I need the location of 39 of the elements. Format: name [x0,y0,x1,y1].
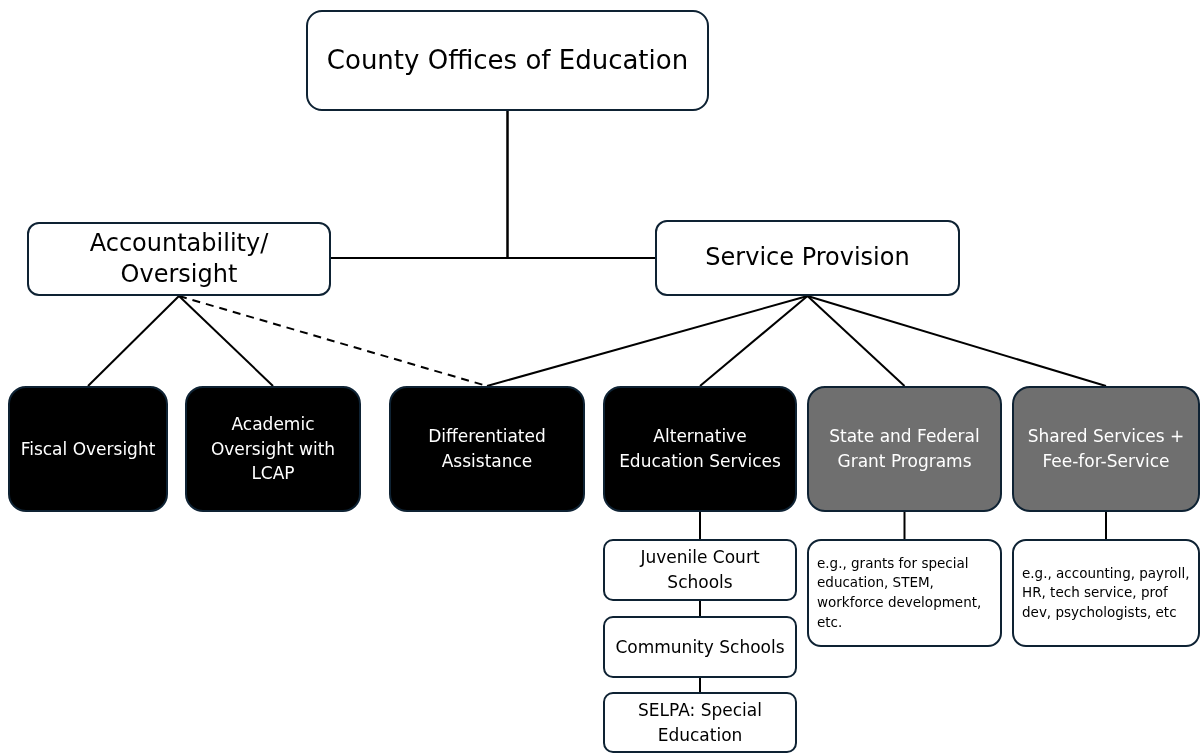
label-box [603,539,797,601]
connector-line [87,295,180,387]
node-text: Shared Services + Fee-for-Service [1026,425,1186,473]
label-box [306,10,709,111]
connector-line [506,110,656,259]
label-box [603,692,797,753]
label-box [603,616,797,678]
node-text: Service Provision [705,242,910,274]
node-text: Community Schools [615,635,785,659]
node-text: Juvenile Court Schools [638,546,761,594]
node-text: e.g., grants for special education, STEM, workforce development, etc. [817,553,983,632]
category-box [603,386,797,512]
connector-line [699,511,701,540]
connector-line [903,511,906,540]
connector-line [806,295,906,387]
category-box [1012,386,1200,512]
node-text: e.g., accounting, payroll, HR, tech service, prof dev, psychologists, etc [1022,563,1190,622]
label-box [807,539,1002,647]
category-box [185,386,361,512]
category-box [8,386,168,512]
node-text: Differentiated Assistance [427,425,547,473]
label-box [27,222,331,296]
label-box [655,220,960,296]
node-text: State and Federal Grant Programs [828,425,981,473]
category-box [389,386,585,512]
category-box [807,386,1002,512]
node-text: County Offices of Education [326,43,689,77]
connector-line [178,295,274,387]
connector-line [699,600,701,617]
connector-line [1105,511,1107,540]
node-text: SELPA: Special Education [637,698,763,747]
node-text: Academic Oversight with LCAP [209,413,337,486]
node-text: Fiscal Oversight [20,437,156,461]
node-text: Alternative Education Services [618,425,782,473]
label-box [1012,539,1200,647]
connector-line [699,295,809,387]
connector-line [699,677,701,693]
node-text: Accountability/ Oversight [88,227,270,290]
connector-line [806,295,1107,387]
